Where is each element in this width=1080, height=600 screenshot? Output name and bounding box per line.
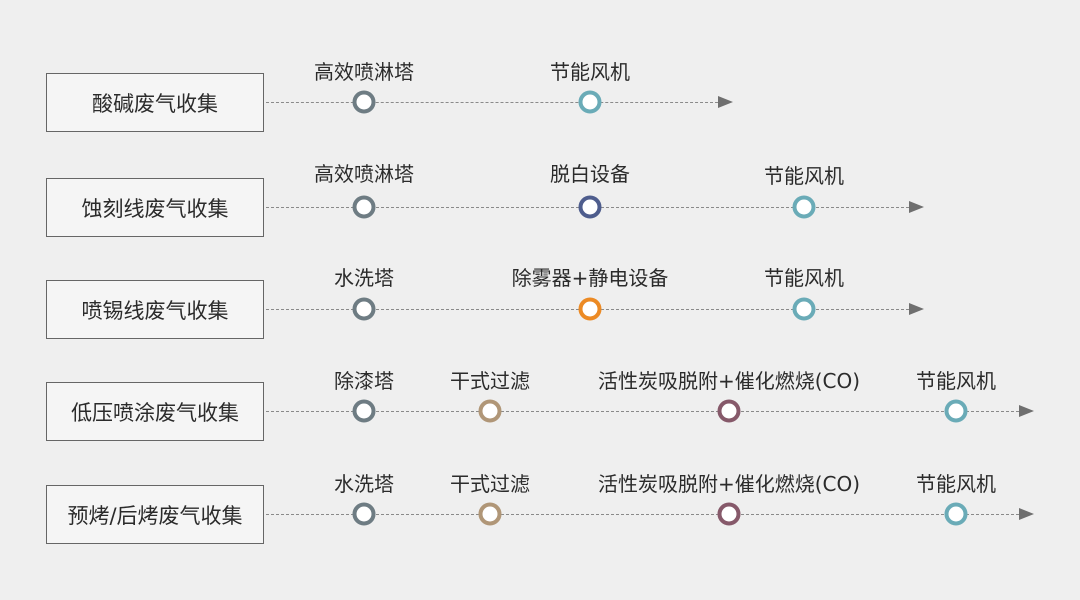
process-node bbox=[578, 297, 602, 321]
flow-row-2: 喷锡线废气收集 水洗塔 除雾器+静电设备 节能风机 bbox=[0, 259, 1080, 359]
process-label: 活性炭吸脱附+催化燃烧(CO) bbox=[597, 472, 861, 496]
source-box: 蚀刻线废气收集 bbox=[46, 178, 264, 237]
process-node bbox=[792, 195, 816, 219]
process-label: 节能风机 bbox=[764, 266, 844, 290]
process-label: 干式过滤 bbox=[450, 472, 530, 496]
flow-row-3: 低压喷涂废气收集 除漆塔 干式过滤 活性炭吸脱附+催化燃烧(CO) 节能风机 bbox=[0, 361, 1080, 461]
arrow-head-icon bbox=[718, 96, 733, 108]
arrow-head-icon bbox=[909, 201, 924, 213]
arrow-head-icon bbox=[1019, 405, 1034, 417]
process-node bbox=[578, 195, 602, 219]
process-label: 除雾器+静电设备 bbox=[511, 266, 669, 290]
process-label: 脱白设备 bbox=[550, 162, 630, 186]
process-node bbox=[792, 297, 816, 321]
source-box: 酸碱废气收集 bbox=[46, 73, 264, 132]
source-box: 低压喷涂废气收集 bbox=[46, 382, 264, 441]
source-box: 喷锡线废气收集 bbox=[46, 280, 264, 339]
process-node bbox=[352, 502, 376, 526]
flow-line bbox=[266, 102, 718, 103]
process-label: 水洗塔 bbox=[334, 472, 394, 496]
process-label: 节能风机 bbox=[916, 369, 996, 393]
process-node bbox=[944, 399, 968, 423]
process-node bbox=[578, 90, 602, 114]
process-node bbox=[478, 399, 502, 423]
process-label: 节能风机 bbox=[550, 60, 630, 84]
process-label: 活性炭吸脱附+催化燃烧(CO) bbox=[597, 369, 861, 393]
process-node bbox=[717, 399, 741, 423]
flow-row-0: 酸碱废气收集 高效喷淋塔 节能风机 bbox=[0, 52, 1080, 152]
flow-row-1: 蚀刻线废气收集 高效喷淋塔 脱白设备 节能风机 bbox=[0, 157, 1080, 257]
flow-line bbox=[266, 411, 1019, 412]
process-node bbox=[352, 90, 376, 114]
flow-line bbox=[266, 514, 1019, 515]
process-node bbox=[944, 502, 968, 526]
process-label: 节能风机 bbox=[764, 164, 844, 188]
process-label: 水洗塔 bbox=[334, 266, 394, 290]
source-box: 预烤/后烤废气收集 bbox=[46, 485, 264, 544]
process-label: 高效喷淋塔 bbox=[314, 60, 414, 84]
process-node bbox=[352, 297, 376, 321]
process-label: 节能风机 bbox=[916, 472, 996, 496]
process-node bbox=[352, 195, 376, 219]
process-label: 高效喷淋塔 bbox=[314, 162, 414, 186]
arrow-head-icon bbox=[1019, 508, 1034, 520]
process-label: 干式过滤 bbox=[450, 369, 530, 393]
process-node bbox=[478, 502, 502, 526]
process-node bbox=[717, 502, 741, 526]
flow-row-4: 预烤/后烤废气收集 水洗塔 干式过滤 活性炭吸脱附+催化燃烧(CO) 节能风机 bbox=[0, 464, 1080, 564]
process-node bbox=[352, 399, 376, 423]
arrow-head-icon bbox=[909, 303, 924, 315]
process-label: 除漆塔 bbox=[334, 369, 394, 393]
